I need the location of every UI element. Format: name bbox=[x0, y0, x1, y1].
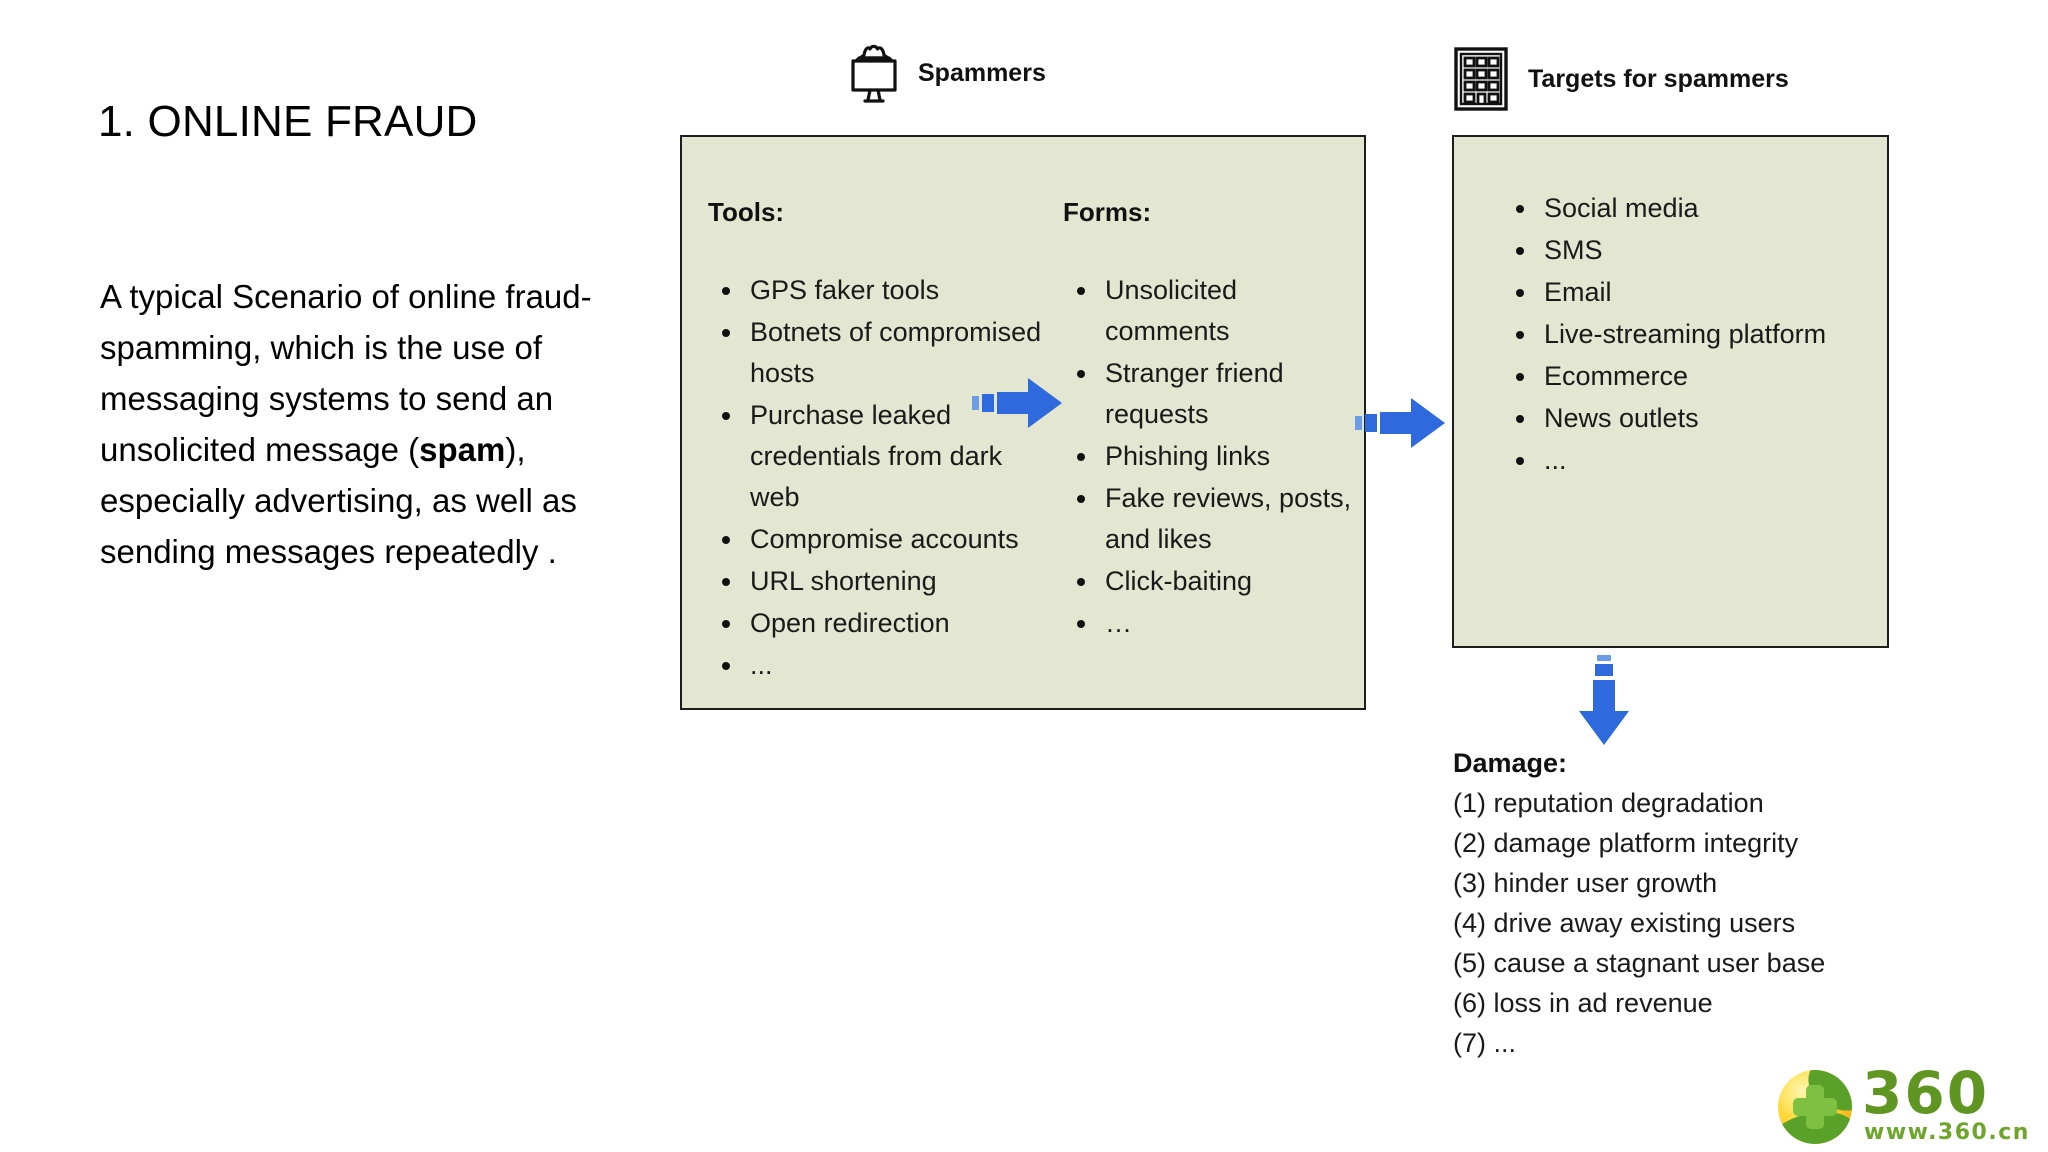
damage-block: Damage: (1) reputation degradation (2) d… bbox=[1453, 748, 1923, 1063]
watermark-360-logo: 360 www.360.cn bbox=[1778, 1062, 2040, 1150]
spammers-caption: Spammers bbox=[848, 42, 1046, 104]
hacker-monitor-icon bbox=[848, 42, 900, 104]
list-item: (1) reputation degradation bbox=[1453, 788, 1764, 818]
360-sphere-icon bbox=[1778, 1070, 1852, 1144]
page-title: 1. ONLINE FRAUD bbox=[98, 97, 478, 147]
list-item: (3) hinder user growth bbox=[1453, 868, 1718, 898]
list-item: Email bbox=[1516, 272, 1854, 313]
list-item: Purchase leaked credentials from dark we… bbox=[722, 395, 1050, 518]
watermark-url: www.360.cn bbox=[1864, 1120, 2030, 1145]
tools-heading: Tools: bbox=[708, 197, 785, 227]
list-item: … bbox=[1077, 603, 1355, 644]
right-arrow-icon bbox=[972, 372, 1064, 439]
targets-caption-label: Targets for spammers bbox=[1528, 64, 1789, 93]
list-item: (7) ... bbox=[1453, 1028, 1517, 1058]
list-item: Click-baiting bbox=[1077, 561, 1355, 602]
list-item: Social media bbox=[1516, 188, 1854, 229]
list-item: Fake reviews, posts, and likes bbox=[1077, 478, 1355, 560]
list-item: Unsolicited comments bbox=[1077, 270, 1355, 352]
targets-panel bbox=[1452, 135, 1889, 648]
tools-list: GPS faker tools Botnets of compromised h… bbox=[708, 270, 1050, 687]
plus-icon-horizontal bbox=[1793, 1098, 1837, 1116]
intro-text-bold: spam bbox=[419, 431, 506, 468]
list-item: ... bbox=[1516, 440, 1854, 481]
list-item: Ecommerce bbox=[1516, 356, 1854, 397]
list-item: (6) loss in ad revenue bbox=[1453, 988, 1713, 1018]
targets-caption: Targets for spammers bbox=[1452, 46, 1789, 112]
right-arrow-icon bbox=[1355, 392, 1447, 459]
list-item: ... bbox=[722, 645, 1050, 686]
spammers-caption-label: Spammers bbox=[918, 58, 1046, 87]
list-item: Compromise accounts bbox=[722, 519, 1050, 560]
list-item: URL shortening bbox=[722, 561, 1050, 602]
targets-list: Social media SMS Email Live-streaming pl… bbox=[1502, 188, 1854, 482]
damage-list: (1) reputation degradation (2) damage pl… bbox=[1453, 783, 1923, 1063]
list-item: Stranger friend requests bbox=[1077, 353, 1355, 435]
spammers-panel bbox=[680, 135, 1366, 710]
watermark-number: 360 bbox=[1862, 1059, 1990, 1127]
list-item: Live-streaming platform bbox=[1516, 314, 1854, 355]
list-item: Botnets of compromised hosts bbox=[722, 312, 1050, 394]
down-arrow-icon bbox=[1573, 655, 1635, 752]
list-item: GPS faker tools bbox=[722, 270, 1050, 311]
list-item: (2) damage platform integrity bbox=[1453, 828, 1799, 858]
list-item: (5) cause a stagnant user base bbox=[1453, 948, 1826, 978]
list-item: News outlets bbox=[1516, 398, 1854, 439]
damage-heading: Damage: bbox=[1453, 748, 1568, 778]
intro-text-part2: ), especially advertising, as well as se… bbox=[100, 431, 577, 570]
office-building-icon bbox=[1452, 46, 1510, 112]
intro-text-part1: A typical Scenario of online fraud-spamm… bbox=[100, 278, 592, 468]
forms-heading: Forms: bbox=[1063, 197, 1152, 227]
list-item: Phishing links bbox=[1077, 436, 1355, 477]
list-item: SMS bbox=[1516, 230, 1854, 271]
list-item: (4) drive away existing users bbox=[1453, 908, 1796, 938]
intro-paragraph: A typical Scenario of online fraud-spamm… bbox=[100, 271, 640, 577]
list-item: Open redirection bbox=[722, 603, 1050, 644]
forms-list: Unsolicited comments Stranger friend req… bbox=[1063, 270, 1355, 645]
